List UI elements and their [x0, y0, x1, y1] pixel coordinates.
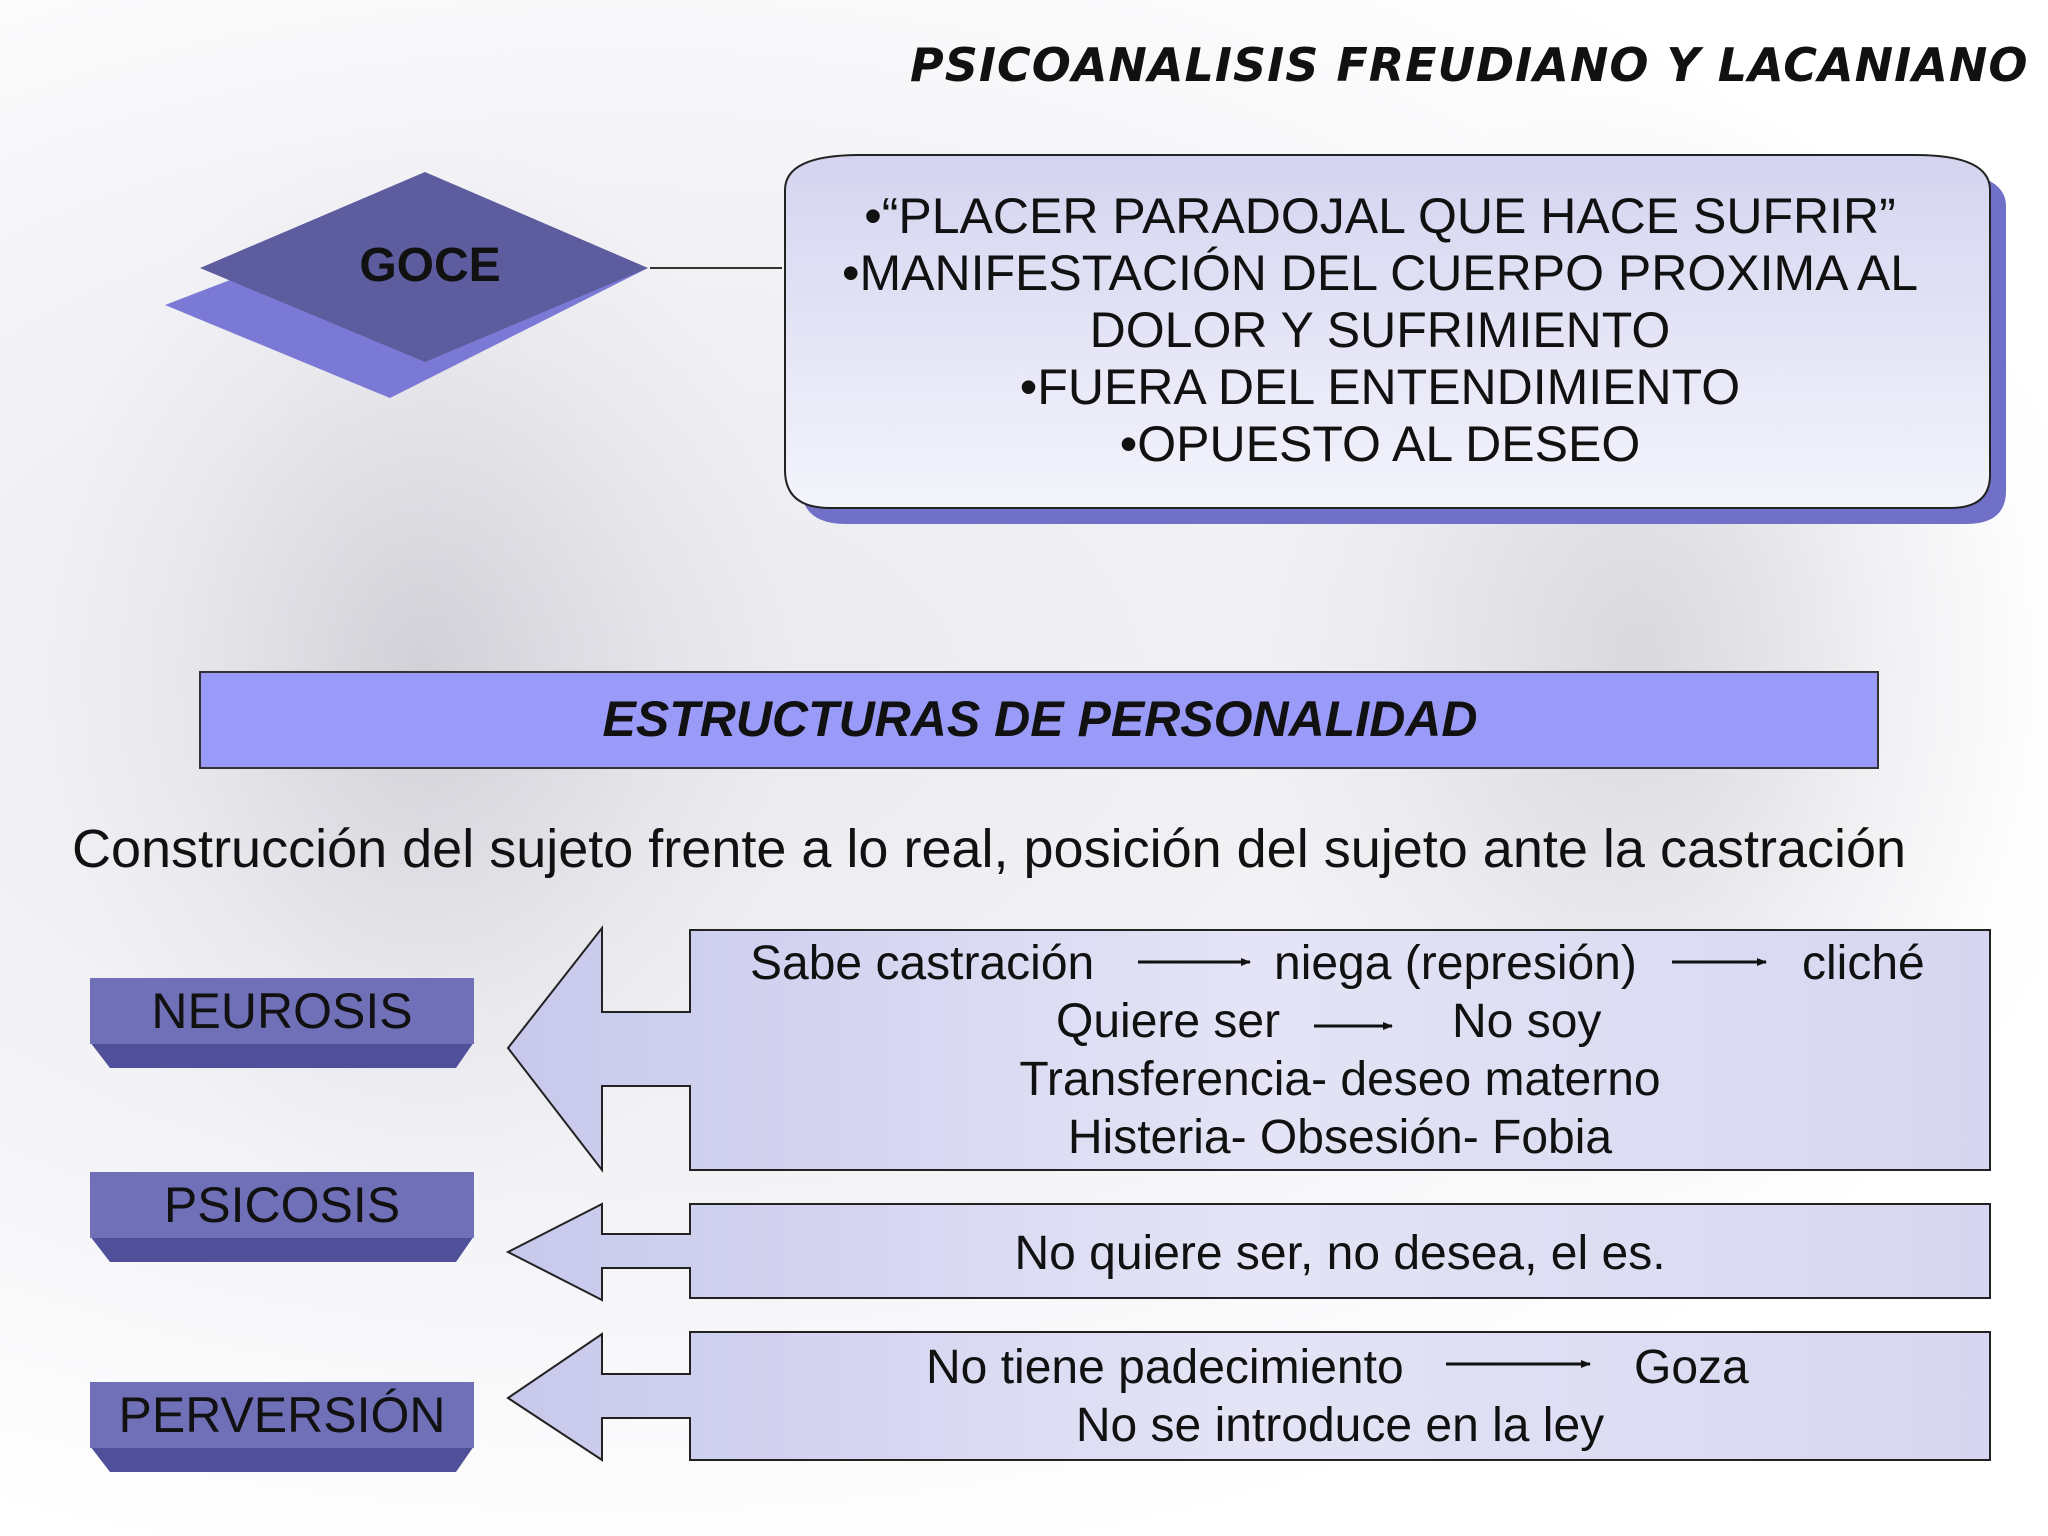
- goce-label: GOCE: [359, 239, 501, 292]
- goce-line-5: •OPUESTO AL DESEO: [1119, 416, 1641, 472]
- perversion-callout-arrow: [506, 1331, 1991, 1462]
- neurosis-label: NEUROSIS: [151, 983, 413, 1039]
- perversion-row1-no-tiene-padecimiento: No tiene padecimiento: [926, 1341, 1404, 1394]
- perversion-line2: No se introduce en la ley: [1075, 1399, 1605, 1452]
- perversion-label-box: [90, 1382, 474, 1472]
- estructuras-banner-label: ESTRUCTURAS DE PERSONALIDAD: [602, 691, 1478, 747]
- neurosis-line3: Transferencia- deseo materno: [1019, 1053, 1661, 1106]
- perversion-row1-goza: Goza: [1634, 1341, 1749, 1394]
- goce-line-3: DOLOR Y SUFRIMIENTO: [1089, 302, 1671, 358]
- psicosis-callout-arrow: [505, 1202, 1991, 1302]
- psicosis-line1: No quiere ser, no desea, el es.: [1014, 1227, 1666, 1280]
- goce-definition-list: •“PLACER PARADOJAL QUE HACE SUFRIR” •MAN…: [780, 188, 1980, 473]
- psicosis-label-box: [90, 1172, 474, 1262]
- psicosis-label: PSICOSIS: [163, 1177, 401, 1233]
- perversion-label: PERVERSIÓN: [118, 1387, 446, 1443]
- goce-line-1: •“PLACER PARADOJAL QUE HACE SUFRIR”: [864, 188, 1896, 244]
- neurosis-row2-no-soy: No soy: [1452, 995, 1602, 1048]
- goce-line-4: •FUERA DEL ENTENDIMIENTO: [1019, 359, 1741, 415]
- neurosis-row1-niega: niega (represión): [1274, 937, 1637, 990]
- estructuras-subtitle: Construcción del sujeto frente a lo real…: [72, 819, 1907, 879]
- neurosis-row1-cliche: cliché: [1802, 937, 1925, 990]
- neurosis-line4: Histeria- Obsesión- Fobia: [1067, 1111, 1613, 1164]
- page-title: PSICOANALISIS FREUDIANO Y LACANIANO: [910, 38, 2029, 92]
- neurosis-callout-arrow: [506, 925, 1991, 1173]
- goce-diamond: [165, 172, 648, 398]
- estructuras-banner: [199, 671, 1879, 769]
- neurosis-label-box: [90, 978, 474, 1068]
- goce-callout: [784, 154, 2006, 524]
- neurosis-row2-quiere-ser: Quiere ser: [1056, 995, 1281, 1048]
- neurosis-row1-sabe-castracion: Sabe castración: [750, 937, 1095, 990]
- goce-line-2: •MANIFESTACIÓN DEL CUERPO PROXIMA AL: [841, 245, 1919, 301]
